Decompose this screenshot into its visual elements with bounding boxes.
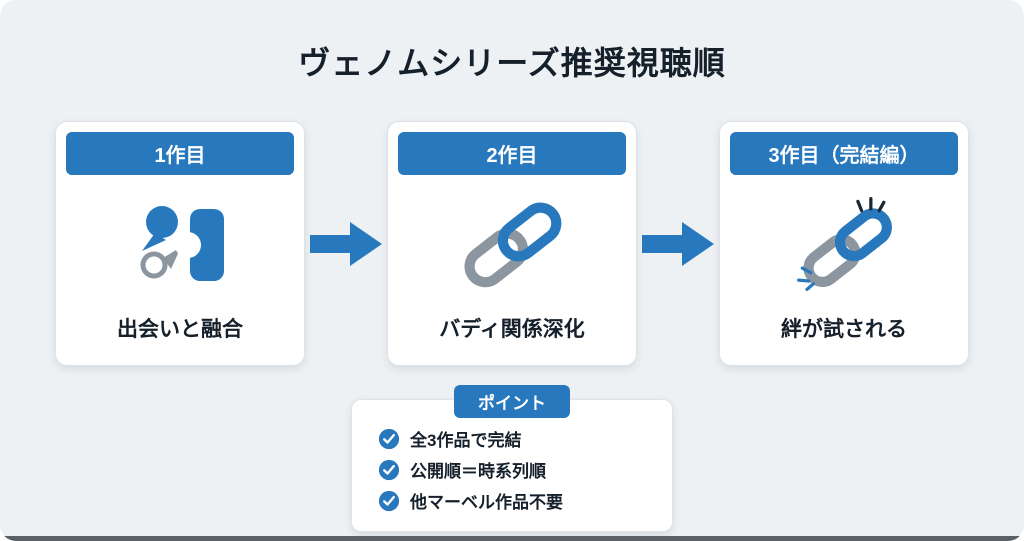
strained-chain-icon [797, 197, 892, 291]
step-card-1: 1作目 出会いと融合 [55, 121, 305, 366]
check-icon [378, 490, 400, 511]
point-item: 他マーベル作品不要 [378, 488, 646, 513]
point-text: 他マーベル作品不要 [410, 493, 563, 512]
bottom-divider [0, 536, 1024, 541]
step-header: 1作目 [66, 132, 294, 175]
step-caption: 出会いと融合 [117, 318, 243, 341]
points-badge: ポイント [454, 385, 570, 418]
point-item: 全3作品で完結 [378, 426, 646, 451]
check-icon [378, 459, 400, 480]
step-header: 2作目 [398, 132, 626, 175]
step-caption: 絆が試される [781, 318, 907, 341]
page-title: ヴェノムシリーズ推奨視聴順 [298, 45, 726, 81]
step-caption: バディ関係深化 [439, 318, 585, 341]
check-icon [378, 428, 400, 449]
point-text: 公開順＝時系列順 [410, 462, 546, 481]
points-panel: ポイント 全3作品で完結 公開順＝時系列順 他マーベル作品不要 [351, 385, 673, 532]
step-card-2: 2作目 バディ関係深化 [387, 121, 637, 366]
point-item: 公開順＝時系列順 [378, 457, 646, 482]
arrow-right-icon [310, 221, 382, 266]
point-text: 全3作品で完結 [410, 431, 522, 450]
fusion-icon [140, 205, 224, 281]
chain-link-icon [464, 202, 562, 288]
step-card-3: 3作目（完結編） 絆が試される [719, 121, 969, 366]
step-header: 3作目（完結編） [730, 132, 958, 175]
viewing-order-flow: 1作目 出会いと融合 2作目 [0, 121, 1024, 366]
arrow-right-icon [642, 221, 714, 266]
